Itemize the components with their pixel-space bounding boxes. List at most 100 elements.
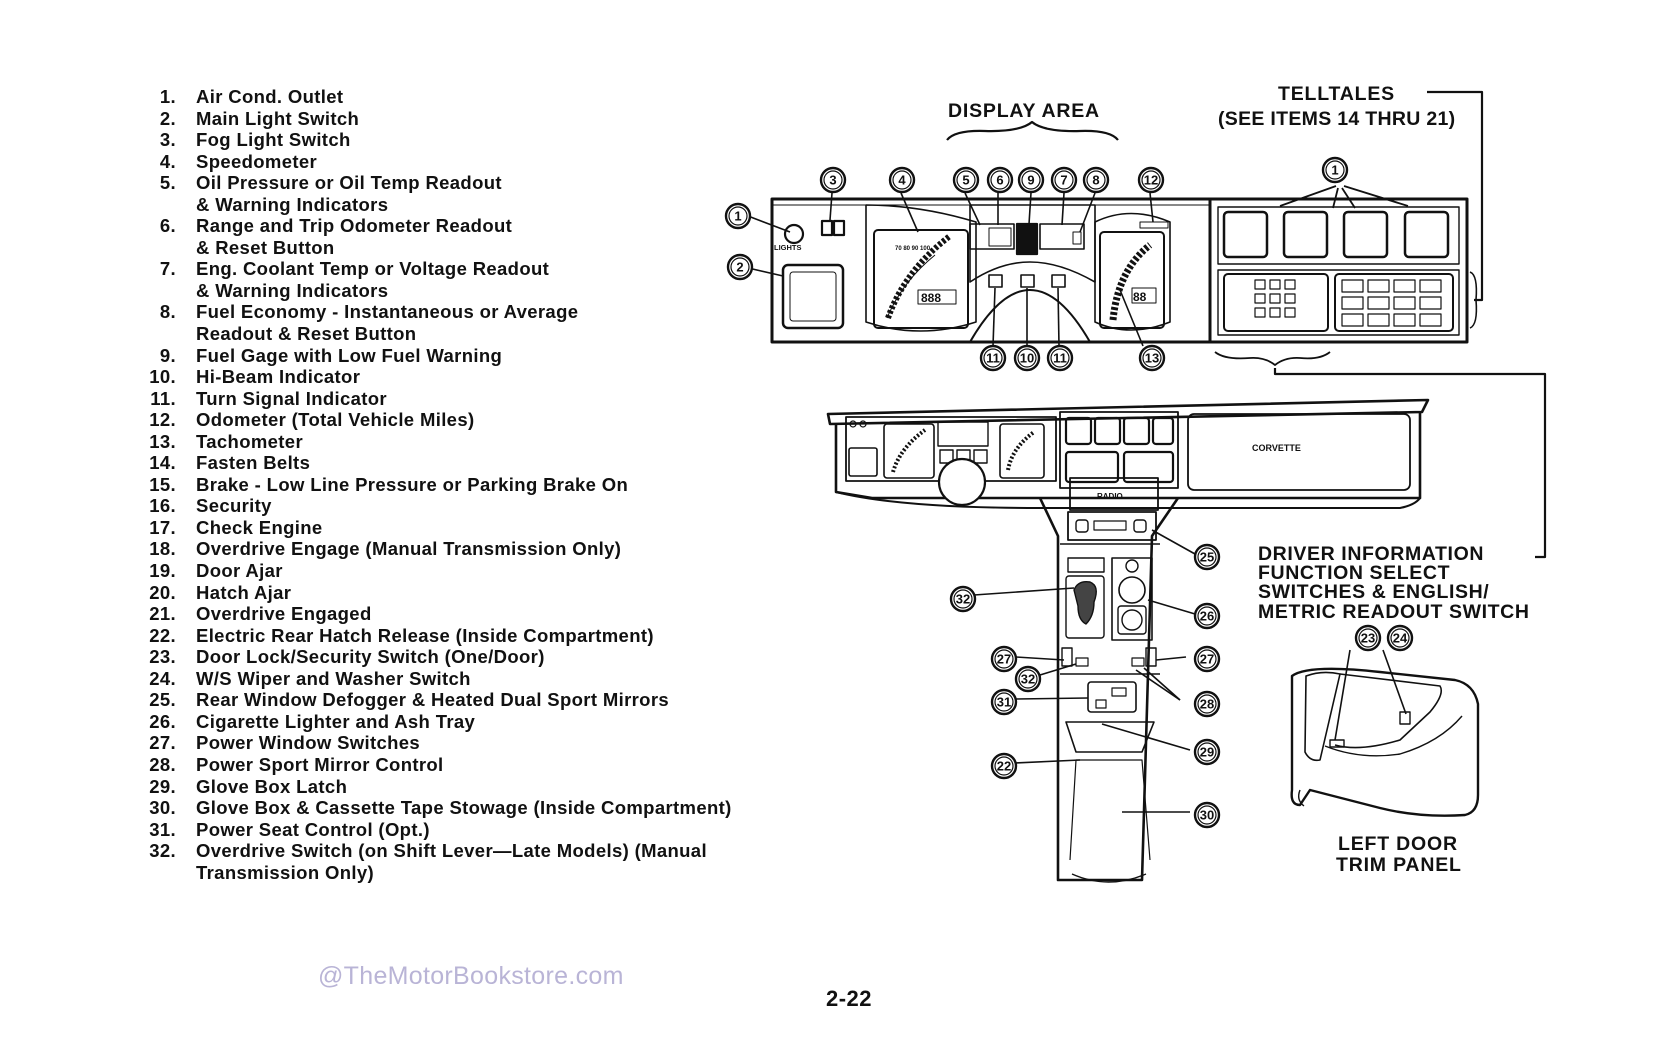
glove-box-lid: [1187, 413, 1411, 491]
callout-24: 24: [1386, 624, 1414, 652]
air-cond-outlet: [781, 263, 845, 330]
legend-item-text: Electric Rear Hatch Release (Inside Comp…: [196, 624, 654, 646]
callout-28: 28: [1193, 690, 1221, 718]
odometer: [1139, 221, 1169, 229]
legend-item-number: 19.: [149, 560, 176, 582]
callout-27: 27: [990, 645, 1018, 673]
svg-text:888: 888: [921, 291, 941, 305]
callout-number: 9: [1027, 173, 1034, 188]
legend-item-number: 10.: [149, 366, 176, 388]
callout-number: 5: [962, 173, 969, 188]
callout-number: 27: [997, 652, 1011, 667]
callout-25: 25: [1193, 543, 1221, 571]
legend-item-text: Oil Pressure or Oil Temp Readout: [196, 172, 502, 194]
center-console: RADIO: [1038, 477, 1180, 883]
callout-number: 31: [997, 695, 1011, 710]
callout-number: 11: [1053, 351, 1067, 366]
legend-item-number: 12.: [149, 409, 176, 431]
callout-number: 3: [829, 173, 836, 188]
callout-number: 1: [1331, 163, 1338, 178]
callout-number: 4: [898, 173, 906, 188]
legend-item-number: 22.: [149, 624, 176, 646]
driver-info-label-4: METRIC READOUT SWITCH: [1258, 601, 1530, 623]
callout-11: 11: [1046, 344, 1074, 372]
callout-number: 24: [1393, 631, 1408, 646]
callout-8: 8: [1082, 166, 1110, 194]
legend-item-number: 27.: [149, 732, 176, 754]
callout-3: 3: [819, 166, 847, 194]
legend-item-text: Door Ajar: [196, 560, 283, 582]
legend-item-text: Transmission Only): [196, 861, 374, 883]
callout-4: 4: [888, 166, 916, 194]
legend-item-text: Air Cond. Outlet: [196, 86, 344, 107]
legend-item-number: 5.: [159, 172, 176, 194]
callout-number: 32: [956, 592, 970, 607]
callout-12: 12: [1137, 166, 1165, 194]
legend-item-number: 31.: [149, 818, 176, 840]
legend-item-text: Brake - Low Line Pressure or Parking Bra…: [196, 473, 629, 495]
legend-item-text: Tachometer: [196, 430, 303, 452]
legend-item-text: Fuel Economy - Instantaneous or Average: [196, 301, 579, 323]
callout-1: 1: [1321, 156, 1349, 184]
corvette-label: CORVETTE: [1252, 443, 1301, 453]
callout-13: 13: [1138, 344, 1166, 372]
callout-32: 32: [1014, 665, 1042, 693]
callout-number: 7: [1060, 173, 1067, 188]
door-lock-switch: [1329, 739, 1345, 748]
legend-item-number: 23.: [149, 646, 176, 668]
legend-item-text: Fog Light Switch: [196, 129, 351, 151]
legend-item-text: Speedometer: [196, 150, 318, 172]
instrument-cluster: 888 70 80 90 100: [770, 197, 1469, 344]
callout-number: 25: [1200, 550, 1214, 565]
callout-number: 23: [1361, 631, 1375, 646]
legend-item-text: Power Sport Mirror Control: [196, 753, 444, 775]
legend-item-number: 26.: [149, 710, 176, 732]
legend-item-text: Fuel Gage with Low Fuel Warning: [196, 344, 503, 366]
legend-item-text: & Warning Indicators: [196, 279, 389, 301]
telltales-sublabel: (SEE ITEMS 14 THRU 21): [1218, 108, 1455, 130]
callout-30: 30: [1193, 801, 1221, 829]
legend-item-text: Readout & Reset Button: [196, 323, 417, 345]
legend-item-text: W/S Wiper and Washer Switch: [196, 667, 471, 689]
driver-info-label-1: DRIVER INFORMATION: [1258, 543, 1484, 565]
svg-text:RADIO: RADIO: [1097, 492, 1123, 501]
legend-item-text: Power Seat Control (Opt.): [196, 818, 430, 840]
callout-7: 7: [1050, 166, 1078, 194]
legend-item-text: Range and Trip Odometer Readout: [196, 215, 513, 237]
legend-item-text: Door Lock/Security Switch (One/Door): [196, 646, 545, 668]
callout-9: 9: [1017, 166, 1045, 194]
callout-number: 29: [1200, 745, 1214, 760]
legend-item-number: 29.: [149, 775, 176, 797]
watermark: @TheMotorBookstore.com: [318, 962, 624, 990]
callout-32: 32: [949, 585, 977, 613]
callout-22: 22: [990, 752, 1018, 780]
callout-number: 8: [1092, 173, 1099, 188]
left-door-label-1: LEFT DOOR: [1338, 833, 1458, 855]
legend-item-number: 24.: [149, 667, 176, 689]
legend-item-number: 13.: [149, 430, 176, 452]
svg-text:88: 88: [1133, 290, 1147, 304]
callout-number: 1: [734, 209, 741, 224]
callout-number: 12: [1144, 173, 1158, 188]
legend-item-number: 6.: [159, 215, 176, 237]
legend-item-number: 9.: [159, 344, 176, 366]
turn-signal-indicator-right: [1051, 274, 1066, 288]
legend-item-text: Hi-Beam Indicator: [196, 366, 361, 388]
legend-item-number: 2.: [159, 107, 176, 129]
telltales-panel: [1208, 197, 1469, 344]
callout-23: 23: [1354, 624, 1382, 652]
legend-item-text: Main Light Switch: [196, 107, 360, 129]
legend-item-number: 18.: [149, 538, 176, 560]
callout-11: 11: [979, 344, 1007, 372]
legend-item-number: 20.: [149, 581, 176, 603]
wiper-switch: [1399, 711, 1411, 725]
legend-item-number: 4.: [159, 150, 176, 172]
left-door-label-2: TRIM PANEL: [1336, 854, 1462, 876]
callout-number: 13: [1145, 351, 1159, 366]
legend-item-text: & Warning Indicators: [196, 193, 389, 215]
legend-item-number: 16.: [149, 495, 176, 517]
callout-number: 28: [1200, 697, 1214, 712]
legend-item-text: Glove Box Latch: [196, 775, 348, 797]
legend-item-number: 30.: [149, 797, 176, 819]
